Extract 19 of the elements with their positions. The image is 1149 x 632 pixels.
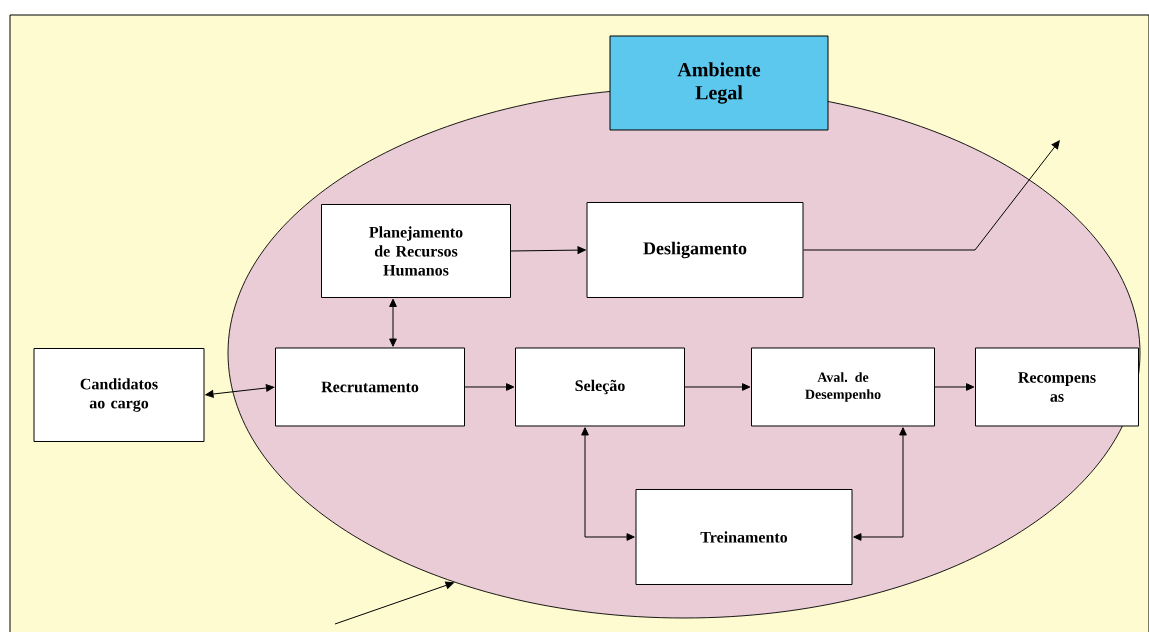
process-box: Recrutamento: [275, 347, 465, 427]
process-box: Desligamento: [586, 202, 804, 298]
process-box: Recompens as: [975, 347, 1139, 427]
arrow: [684, 383, 751, 391]
process-box: Aval. de Desempenho: [751, 347, 935, 427]
arrow: [581, 427, 635, 541]
arrow: [464, 383, 515, 391]
arrow: [934, 383, 975, 391]
process-box: Treinamento: [635, 489, 853, 585]
process-box: Ambiente Legal: [609, 35, 829, 131]
arrow: [205, 384, 275, 398]
process-box: Candidatos ao cargo: [33, 348, 205, 442]
arrow: [334, 581, 454, 625]
arrow: [510, 246, 586, 254]
arrow: [389, 298, 397, 347]
arrow: [803, 140, 1060, 251]
process-box: Planejamento de Recursos Humanos: [321, 204, 511, 298]
arrow: [853, 427, 907, 541]
process-box: Seleção: [515, 347, 685, 427]
